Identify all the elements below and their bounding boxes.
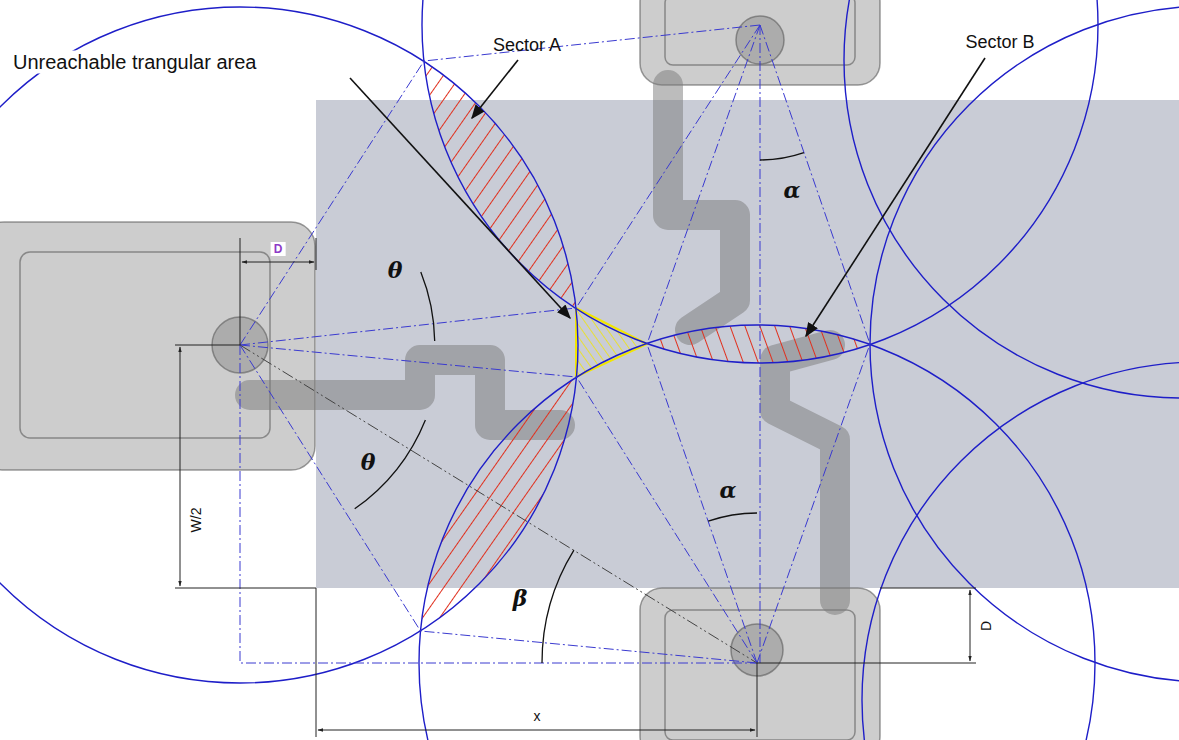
- dimension-line: [242, 262, 314, 263]
- angle-arc: [760, 153, 804, 160]
- construction-line: [240, 61, 424, 345]
- sector-hatch: [647, 325, 870, 363]
- diagonal-line: [240, 345, 757, 663]
- construction-line: [760, 25, 870, 344]
- angle-arc: [542, 550, 574, 663]
- work-area: [316, 100, 1179, 588]
- extension-line: [175, 345, 240, 346]
- angle-label: α: [720, 477, 737, 503]
- angle-arcs: [355, 153, 804, 663]
- reach-circle: [870, 6, 1179, 682]
- angle-label: θ: [361, 449, 376, 475]
- unreachable-triangle: [576, 308, 647, 377]
- dimension-lines: [175, 238, 976, 737]
- sector-label: Sector A: [493, 35, 561, 56]
- robot-base: [0, 222, 315, 470]
- extension-line: [240, 238, 241, 345]
- dimension-label: D: [978, 621, 994, 631]
- extension-line: [757, 663, 976, 664]
- dimension-line: [318, 730, 755, 731]
- leader-line: [350, 78, 570, 318]
- robot-arm: [775, 345, 835, 600]
- dimension-label: D: [271, 242, 286, 256]
- construction-line: [577, 377, 758, 663]
- angle-label: θ: [388, 257, 403, 283]
- leader-line: [472, 60, 518, 118]
- reach-circle: [862, 362, 1179, 740]
- angle-label: α: [784, 177, 801, 203]
- robot-bases: [0, 0, 880, 740]
- robot-arm: [250, 360, 560, 425]
- dimension-line: [180, 347, 181, 586]
- construction-lines: [240, 25, 870, 663]
- dimension-label: W/2: [188, 508, 204, 533]
- reach-circle: [0, 7, 578, 683]
- angle-arc: [421, 272, 435, 341]
- angle-arc: [708, 513, 757, 521]
- dimension-line: [970, 590, 971, 661]
- extension-line: [316, 588, 317, 737]
- extension-line: [175, 588, 316, 589]
- construction-line: [421, 631, 758, 663]
- leader-line: [806, 58, 985, 336]
- extension-line: [880, 588, 976, 589]
- construction-line: [240, 345, 577, 377]
- robot-arm: [668, 85, 735, 330]
- construction-line: [424, 25, 760, 61]
- robot-frame: [20, 252, 270, 438]
- construction-line: [757, 344, 870, 663]
- leader-lines: [350, 58, 985, 336]
- construction-line: [240, 308, 576, 345]
- sector-label: Sector B: [965, 32, 1034, 53]
- extension-line: [316, 238, 317, 270]
- reach-circle: [419, 325, 1095, 740]
- robot-frame: [665, 610, 855, 740]
- angle-arc: [355, 420, 426, 509]
- construction-line: [647, 344, 757, 663]
- extension-line: [757, 663, 758, 737]
- construction-line: [647, 25, 760, 344]
- construction-line: [240, 345, 757, 663]
- construction-line: [576, 25, 760, 308]
- construction-line: [760, 25, 761, 663]
- dimension-label: x: [534, 708, 541, 724]
- angle-label: β: [513, 585, 528, 611]
- callout-label: Unreachable trangular area: [10, 51, 260, 74]
